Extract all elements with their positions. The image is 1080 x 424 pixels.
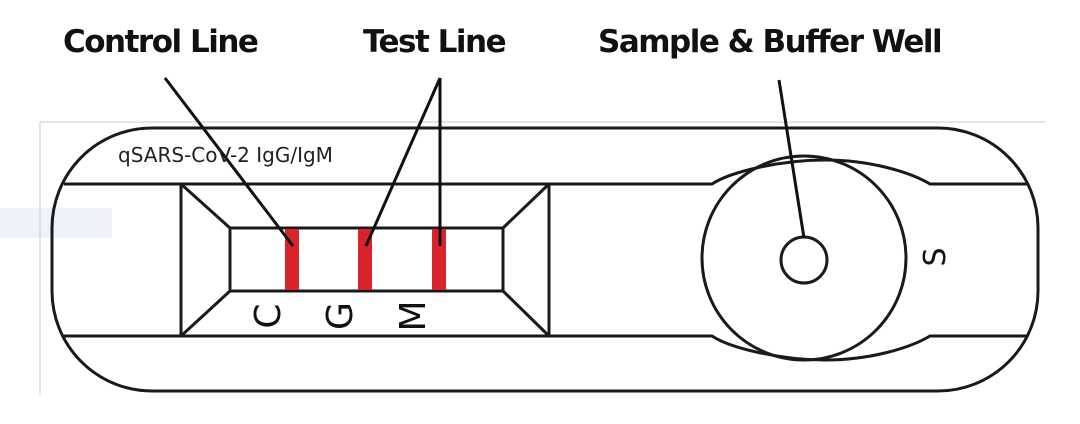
sample-marker: S <box>918 247 953 266</box>
background-faint-text <box>0 208 112 238</box>
test-line-callout: Test Line <box>363 24 507 60</box>
igg-line-pointer <box>364 77 442 247</box>
window-bevel-bottom-right <box>501 289 551 338</box>
sample-well-callout: Sample & Buffer Well <box>598 24 943 60</box>
control-line-callout: Control Line <box>63 24 259 60</box>
result-window <box>228 226 505 293</box>
igg-band <box>358 229 372 290</box>
igm-label: M <box>393 300 434 331</box>
igg-label: G <box>320 302 361 330</box>
window-bevel-top-left <box>179 182 232 230</box>
sample-well-pointer <box>777 79 806 239</box>
cassette-top-rail <box>64 158 1028 186</box>
cassette-bottom-rail <box>64 334 1028 362</box>
cassette-body <box>50 126 1040 393</box>
control-label: C <box>248 303 289 328</box>
product-name: qSARS-CoV-2 IgG/IgM <box>118 143 333 167</box>
result-window-frame <box>179 182 551 338</box>
control-band <box>285 229 299 290</box>
window-bevel-top-right <box>501 182 551 230</box>
window-bevel-bottom-left <box>179 289 232 338</box>
control-line-pointer <box>163 77 295 247</box>
igm-band <box>432 229 446 290</box>
sample-well-outer <box>700 154 908 362</box>
sample-well-inner <box>779 235 829 285</box>
